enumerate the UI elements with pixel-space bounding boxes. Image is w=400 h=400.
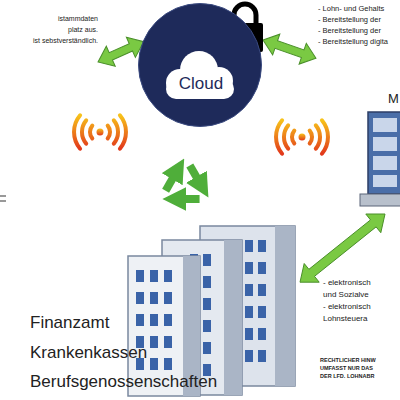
- node-text: Berufsgenossenschaften: [30, 373, 217, 392]
- note-text: ist sebstverständlich.: [33, 37, 98, 45]
- server-icon: [360, 112, 400, 206]
- note-text: - Lohn- und Gehalts: [318, 5, 384, 13]
- recycle-symbol: [159, 165, 202, 209]
- legal-note: DER LFD. LOHNABR: [320, 373, 374, 379]
- authorities-node: FinanzamtKrankenkassenBerufsgenossenscha…: [22, 222, 300, 394]
- double-arrow: [259, 30, 319, 69]
- arrow-shape: [300, 214, 385, 282]
- double-arrow: [300, 214, 385, 282]
- cloud-shape: [138, 3, 262, 127]
- node-text: M: [388, 92, 399, 106]
- note-text: - Bereitstellung der: [318, 27, 381, 35]
- note-text: - elektronisch: [323, 303, 371, 312]
- note-text: istammdaten: [58, 15, 98, 23]
- signal-icon: [276, 120, 328, 153]
- legal-note: UMFASST NUR DAS: [320, 365, 373, 371]
- note-text: - Bereitstellung der: [318, 16, 381, 24]
- node-text: Finanzamt: [30, 314, 109, 333]
- node-text: Krankenkassen: [30, 344, 147, 363]
- note-text: platz aus.: [68, 26, 98, 34]
- legal-note: RECHTLICHER HINW: [320, 357, 376, 363]
- cloud-circle: Cloud: [138, 3, 262, 127]
- edge-fragment: [0, 196, 6, 201]
- note-text: und Sozialve: [323, 291, 369, 300]
- signal-icon: [74, 115, 126, 148]
- buildings-illustration: [128, 226, 295, 396]
- note-text: Lohnsteuera: [323, 315, 367, 324]
- note-text: - Bereitstellung digita: [318, 38, 388, 46]
- server-node: M: [382, 90, 400, 214]
- note-text: - elektronisch: [323, 279, 371, 288]
- node-text: Cloud: [139, 75, 263, 94]
